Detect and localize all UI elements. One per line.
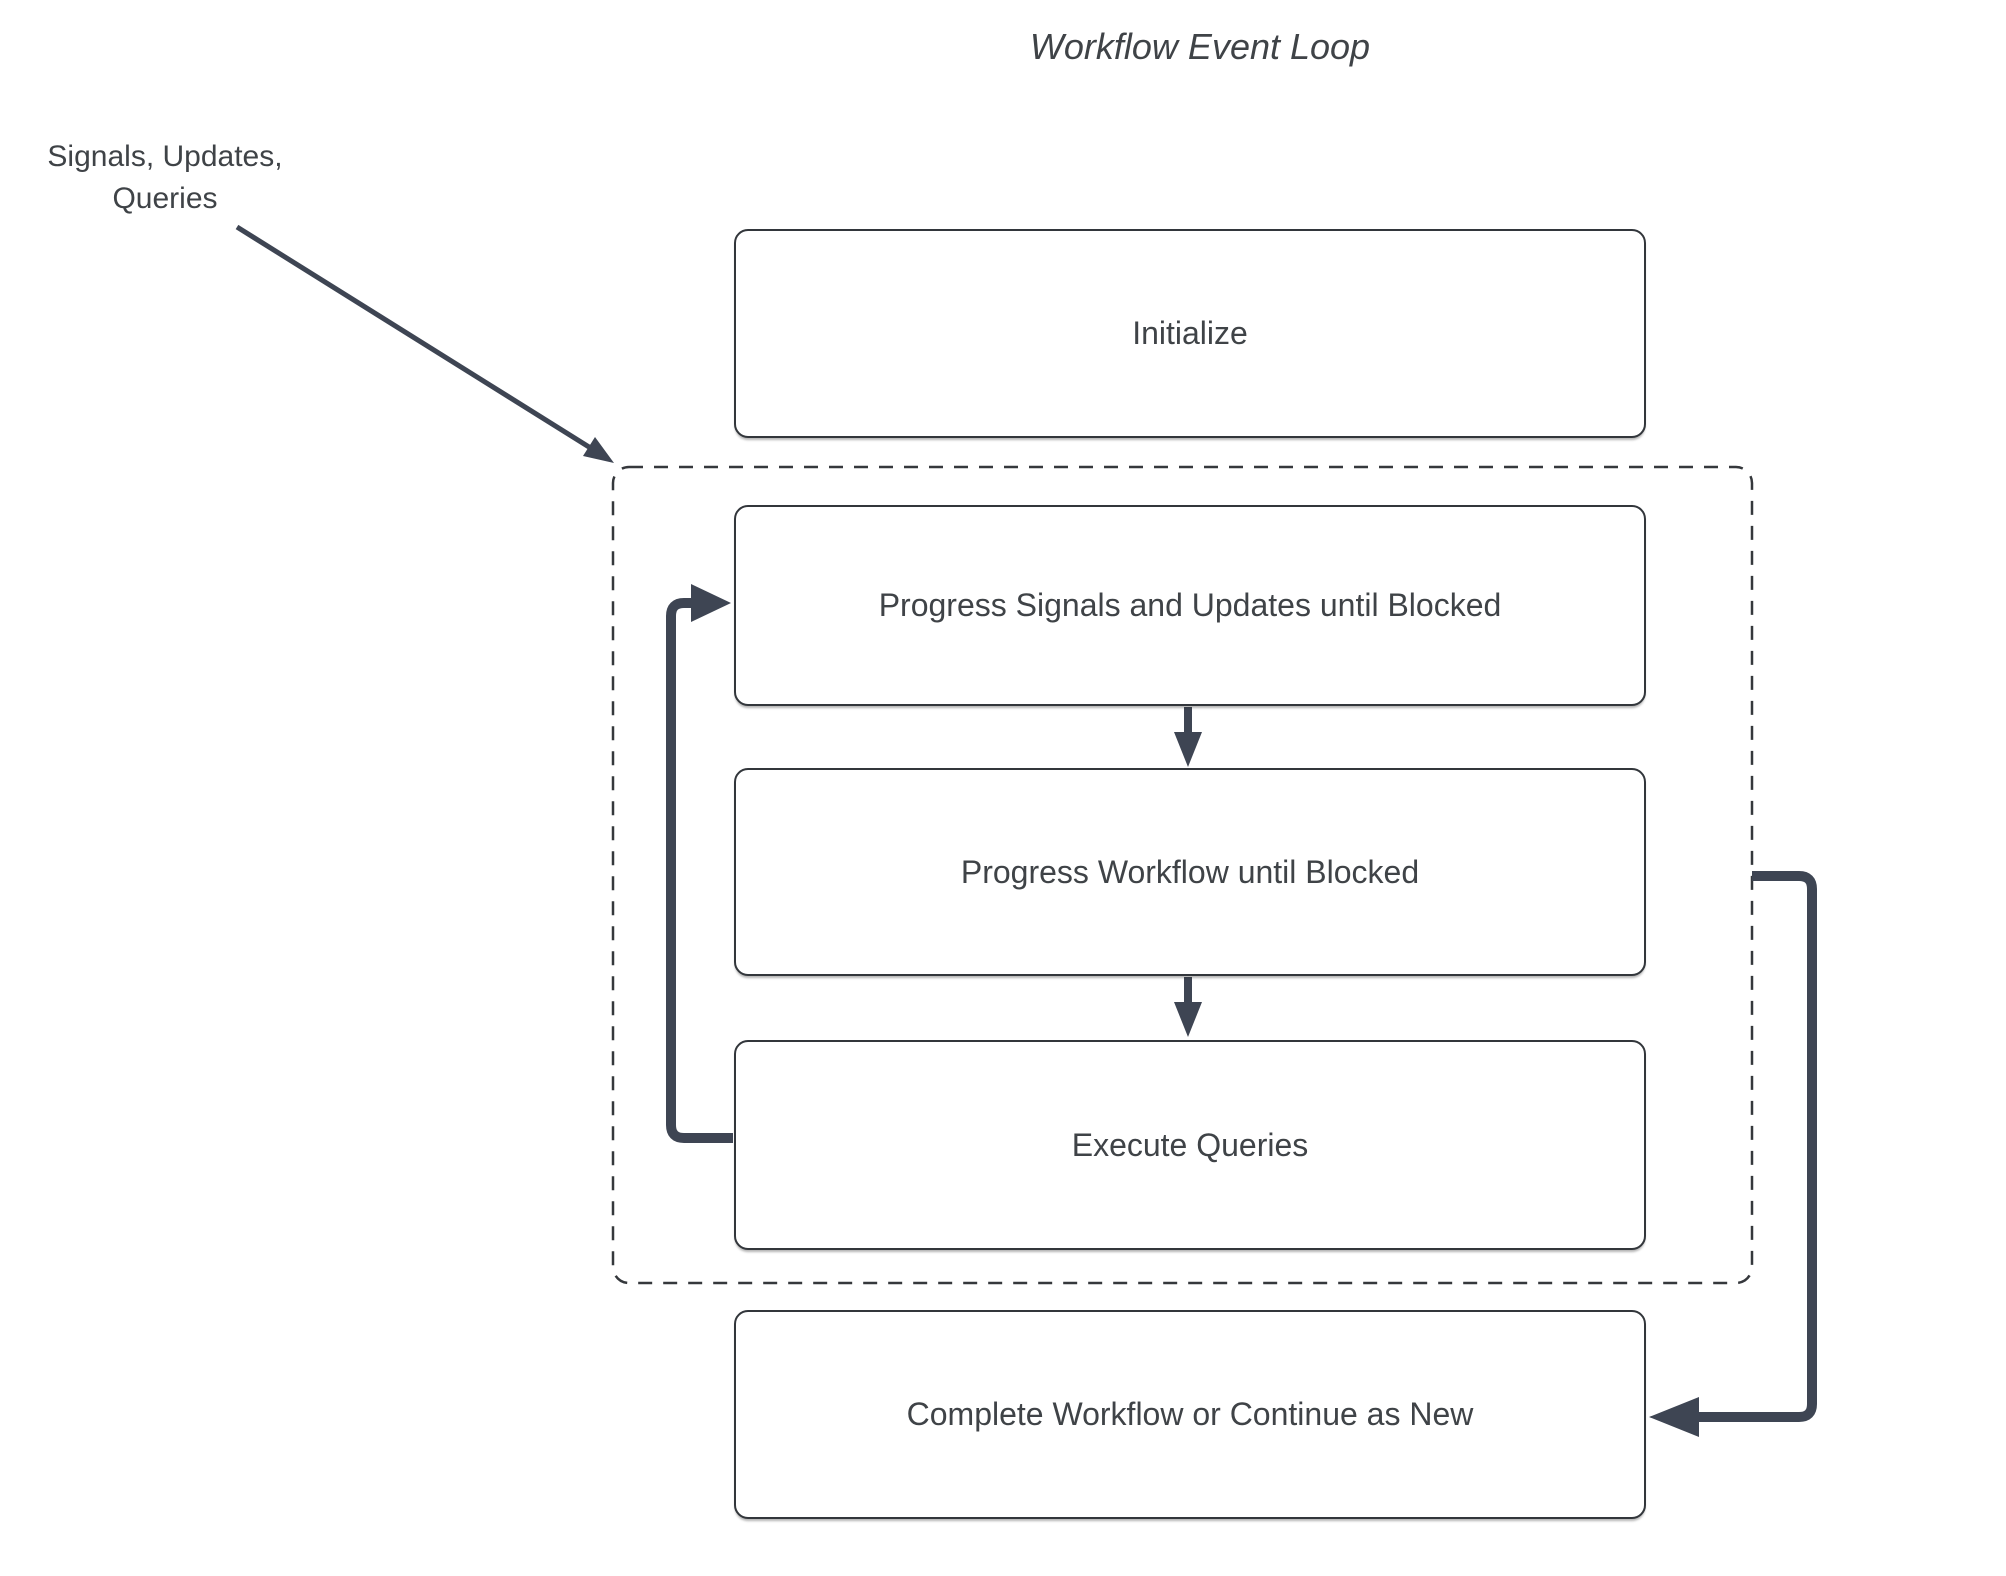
arrow-group-to-complete-head-icon bbox=[1649, 1397, 1699, 1437]
node-progress-workflow: Progress Workflow until Blocked bbox=[734, 768, 1646, 976]
input-events-label: Signals, Updates, Queries bbox=[15, 136, 315, 220]
arrow-signals-to-workflow-head-icon bbox=[1174, 732, 1202, 767]
node-execute-queries: Execute Queries bbox=[734, 1040, 1646, 1250]
node-progress-workflow-label: Progress Workflow until Blocked bbox=[960, 853, 1420, 890]
node-initialize: Initialize bbox=[734, 229, 1646, 438]
arrow-workflow-to-queries-head-icon bbox=[1174, 1002, 1202, 1037]
input-events-label-line1: Signals, Updates, bbox=[47, 140, 283, 173]
node-complete-workflow-label: Complete Workflow or Continue as New bbox=[906, 1396, 1474, 1432]
arrow-group-to-complete-line bbox=[1697, 871, 1817, 1422]
arrow-workflow-to-queries bbox=[1174, 977, 1202, 1037]
diagram-title: Workflow Event Loop bbox=[1029, 26, 1371, 67]
node-progress-signals: Progress Signals and Updates until Block… bbox=[734, 505, 1646, 706]
node-initialize-label: Initialize bbox=[1132, 315, 1248, 351]
node-execute-queries-label: Execute Queries bbox=[1071, 1126, 1309, 1163]
arrow-queries-loop-back-head-icon bbox=[691, 584, 731, 622]
node-progress-signals-label: Progress Signals and Updates until Block… bbox=[878, 587, 1502, 623]
input-arrow-line bbox=[235, 224, 591, 450]
arrow-group-to-complete bbox=[1649, 871, 1817, 1437]
event-loop-group-border bbox=[611, 465, 1754, 1285]
arrow-queries-loop-back bbox=[666, 584, 733, 1143]
input-arrow bbox=[235, 224, 614, 463]
arrow-queries-loop-back-line bbox=[666, 598, 733, 1143]
input-events-label-line2: Queries bbox=[112, 182, 218, 215]
node-complete-workflow: Complete Workflow or Continue as New bbox=[734, 1310, 1646, 1519]
input-arrow-head-icon bbox=[583, 437, 614, 463]
arrow-signals-to-workflow bbox=[1174, 707, 1202, 767]
